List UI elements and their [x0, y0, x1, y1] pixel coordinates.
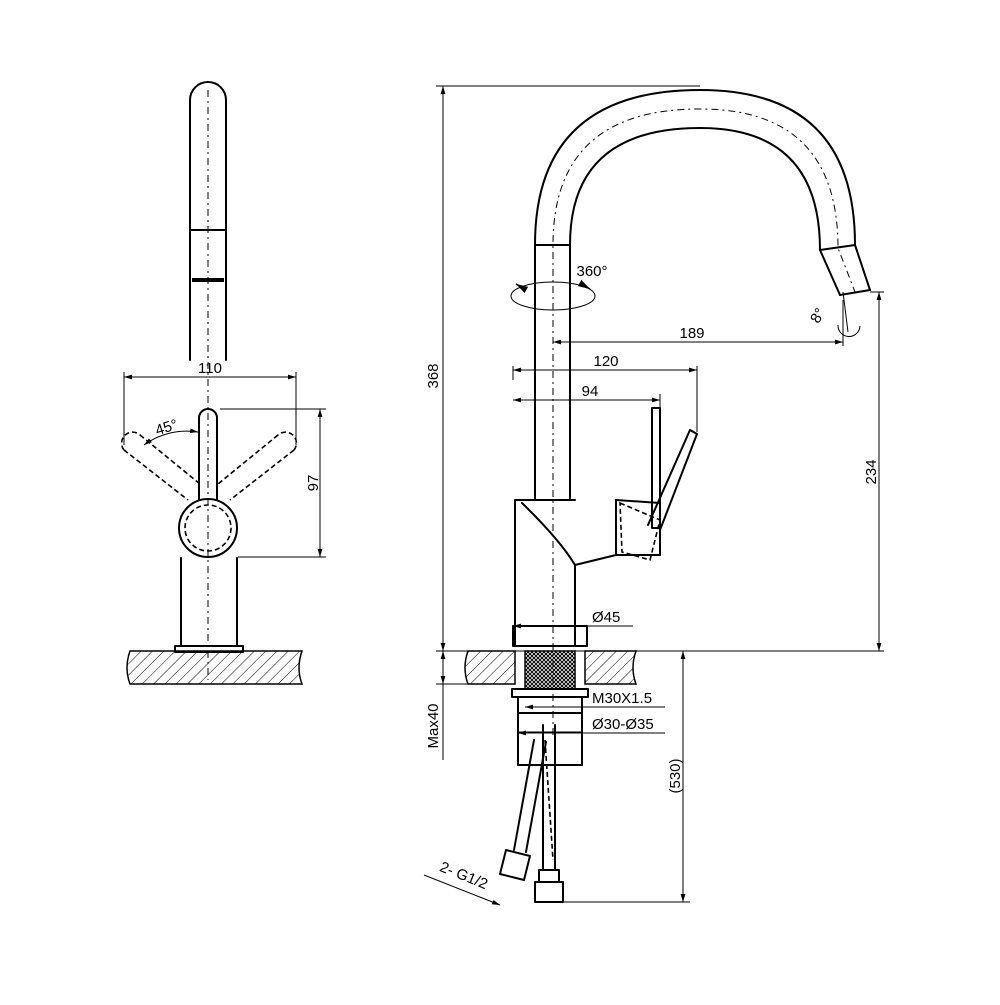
side-spout-height-label: 234	[863, 459, 880, 484]
side-hose-straight	[542, 724, 556, 871]
side-tilt-line	[842, 291, 849, 333]
side-centerline	[552, 108, 856, 735]
front-countertop	[126, 650, 304, 685]
side-deck-thickness-label: Max40	[425, 703, 442, 748]
side-base-diameter-label: Ø45	[592, 609, 620, 626]
side-fixing-plate	[517, 712, 583, 766]
side-countertop-right	[584, 650, 638, 685]
side-spout-outer	[534, 89, 871, 501]
side-spout-head-tip	[839, 289, 871, 296]
side-connector-label: 2- G1/2	[437, 859, 490, 894]
side-hose-connector-straight	[534, 881, 564, 903]
side-rotation-head-right	[577, 279, 591, 290]
side-body-reach-label: 94	[582, 383, 599, 400]
side-body-outline	[514, 499, 576, 647]
front-width-label: 110	[198, 360, 222, 377]
front-angle-arc	[143, 428, 199, 446]
side-fixing-nut	[517, 696, 583, 714]
side-hose-connector-angled	[499, 849, 531, 881]
side-rotation-label: 360°	[576, 263, 607, 280]
front-lever-right-position	[217, 434, 295, 501]
side-lever-reach-label: 120	[593, 353, 618, 370]
side-tilt-arc	[837, 324, 861, 337]
side-threaded-rod	[524, 650, 576, 690]
side-hose-nut-straight	[538, 869, 560, 883]
side-spout-inner	[569, 127, 841, 501]
side-rotation-head-left	[515, 283, 529, 294]
side-view: 360° 368 189 8° 120 94 234 Ø45 M30X1.5	[423, 85, 884, 906]
side-lever	[647, 429, 698, 531]
front-lever-right-tip	[277, 431, 298, 451]
front-body	[180, 557, 238, 647]
front-angle-label: 45°	[153, 416, 180, 439]
front-spout-tube	[189, 81, 227, 281]
side-total-height-label: 368	[425, 363, 442, 388]
front-lever-left-tip	[120, 431, 141, 451]
side-tilt-label: 8°	[807, 305, 829, 326]
side-hole-label: Ø30-Ø35	[592, 716, 654, 733]
side-cartridge-housing	[521, 499, 617, 566]
side-thread-label: M30X1.5	[592, 690, 652, 707]
side-spout-head-band	[819, 244, 856, 251]
side-lever-cap	[651, 407, 661, 529]
side-hose-braid	[544, 739, 554, 861]
side-lever-hidden	[619, 501, 661, 561]
front-height-label: 97	[305, 475, 322, 492]
side-rotation-arrow	[510, 281, 596, 311]
side-reach-label: 189	[679, 325, 704, 342]
front-view: 110 97 45°	[120, 81, 326, 685]
side-hose-length-label: (530)	[667, 758, 684, 793]
front-base-plate	[174, 645, 244, 653]
front-lever-left-position	[123, 434, 201, 501]
side-connector-leader	[423, 874, 501, 906]
side-countertop-left	[464, 650, 516, 685]
side-washer	[511, 688, 589, 698]
side-hose-angled	[513, 739, 547, 853]
